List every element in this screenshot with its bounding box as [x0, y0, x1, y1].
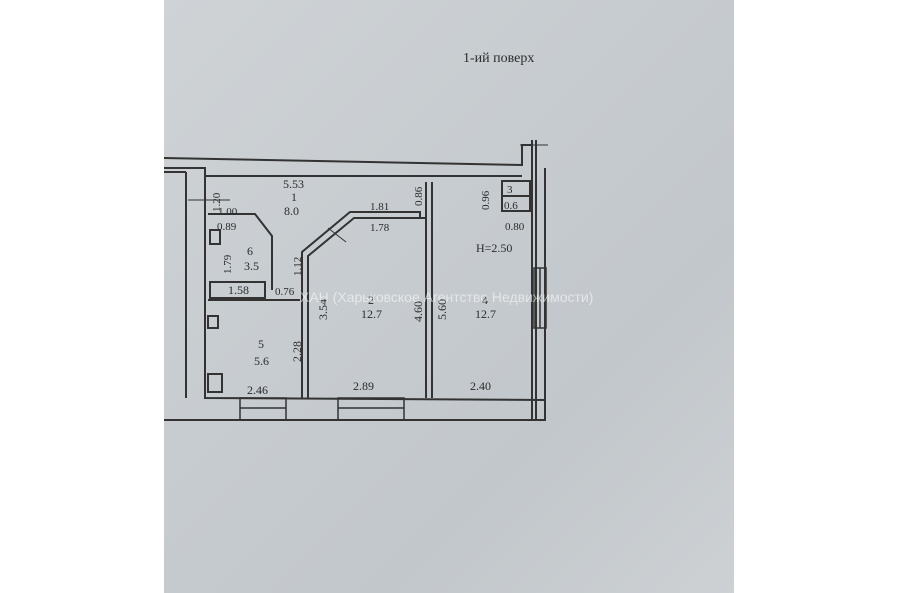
- dim-bath-inner: 0.89: [217, 221, 237, 233]
- room-1-number: 1: [291, 190, 297, 204]
- dim-closet-left: 0.96: [480, 190, 492, 210]
- dimension-ticks: [188, 144, 548, 243]
- dim-kitchen-width: 2.46: [247, 383, 268, 397]
- dim-niche-top: 0.86: [413, 186, 425, 206]
- outer-walls: [163, 140, 546, 421]
- room-6-area: 3.5: [244, 259, 259, 273]
- room-2-area: 12.7: [361, 307, 382, 321]
- dim-gap: 0.76: [275, 286, 295, 298]
- floor-title: 1-ий поверх: [463, 51, 534, 66]
- dim-bath-bottom: 1.58: [228, 283, 249, 297]
- dim-room2-top: 1.81: [370, 201, 389, 213]
- dim-bath-height: 1.79: [222, 254, 234, 274]
- room-3-number: 3: [507, 184, 513, 196]
- dim-room2-width: 2.89: [353, 379, 374, 393]
- dim-bath-top: 1.00: [218, 206, 238, 218]
- room-6-number: 6: [247, 244, 253, 258]
- room-3-area: 0.6: [504, 200, 518, 212]
- dim-room2-left: 3.54: [316, 299, 330, 320]
- dim-hall-left: 1.20: [211, 192, 223, 212]
- room-4-area: 12.7: [475, 307, 496, 321]
- dim-room4-width: 2.40: [470, 379, 491, 393]
- inner-walls: [205, 175, 531, 398]
- room-5-number: 5: [258, 337, 264, 351]
- dim-room4-left: 5.60: [435, 299, 449, 320]
- room-2-number: 2: [368, 293, 374, 307]
- dim-kitchen-height: 2.28: [290, 341, 304, 362]
- dim-closet-bottom: 0.80: [505, 221, 525, 233]
- room-1-area: 8.0: [284, 204, 299, 218]
- room-4-number: 4: [482, 293, 488, 307]
- dim-corridor: 1.12: [292, 257, 304, 276]
- plan-sheet: [164, 0, 734, 593]
- watermark: ХАН (Харьковское Агентство Недвижимости): [300, 289, 593, 305]
- dim-hall-width: 5.53: [283, 177, 304, 191]
- dim-room2-diag: 1.78: [370, 222, 390, 234]
- room-5-area: 5.6: [254, 354, 269, 368]
- windows: [239, 267, 547, 421]
- dim-room2-right: 4.60: [411, 301, 425, 322]
- height-note: H=2.50: [476, 241, 512, 255]
